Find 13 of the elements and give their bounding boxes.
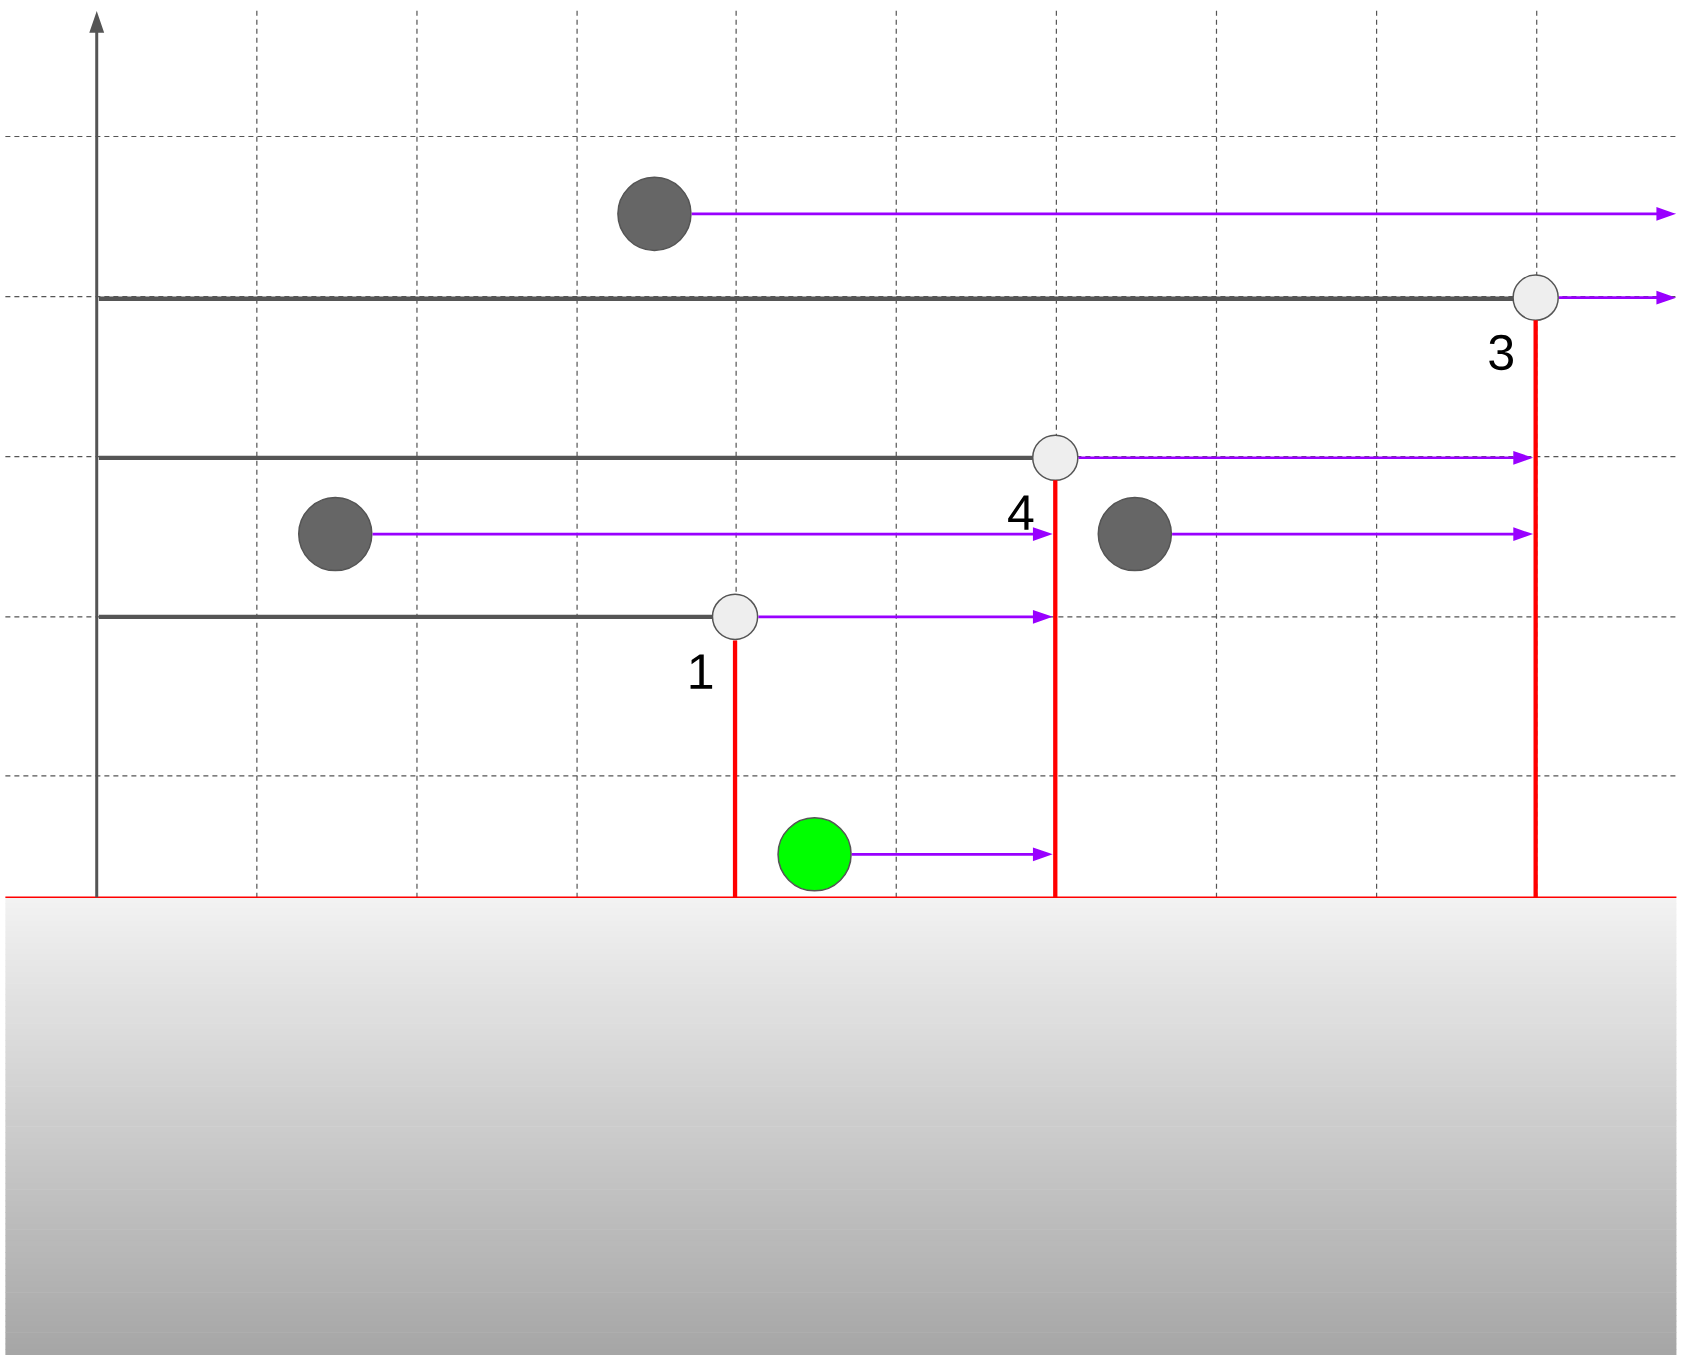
ball (617, 176, 692, 252)
number-label: 4 (1008, 495, 1034, 530)
ball (298, 496, 373, 572)
vertical-post (1053, 480, 1058, 898)
vertical-post (1533, 320, 1538, 898)
vertical-post (732, 640, 738, 898)
joint-circle (1031, 434, 1079, 482)
joint-circle (711, 593, 759, 641)
ball (777, 817, 852, 892)
ball (1097, 496, 1173, 572)
number-label: 1 (690, 654, 713, 689)
number-label: 3 (1489, 334, 1513, 371)
joint-circle (1512, 274, 1559, 321)
